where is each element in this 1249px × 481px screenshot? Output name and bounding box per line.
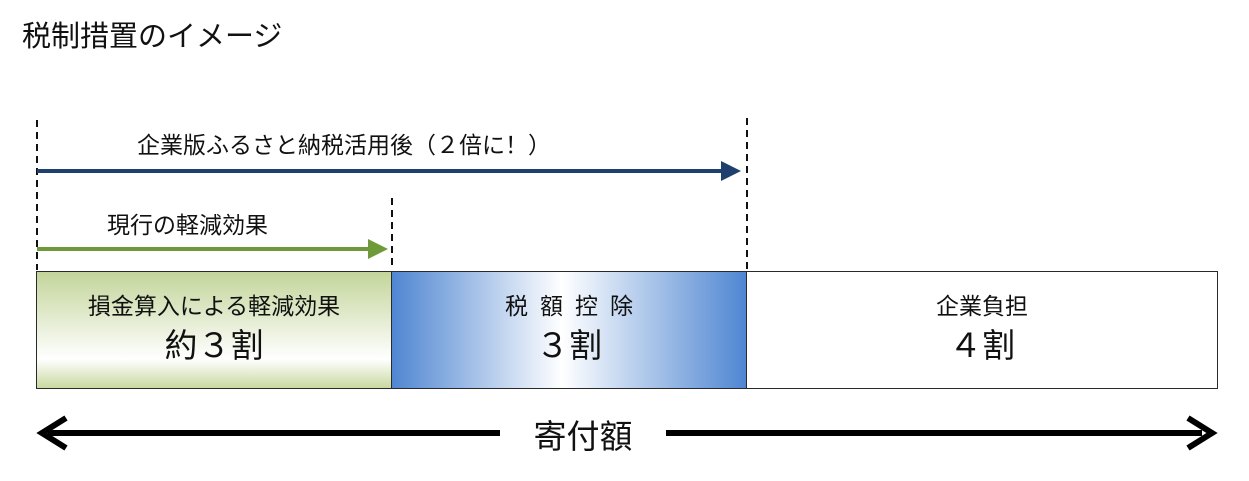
segment-company-burden: 企業負担 ４割: [746, 271, 1218, 389]
segment-deduction-effect: 損金算入による軽減効果 約３割: [36, 271, 392, 389]
donation-label: 寄付額: [500, 412, 666, 462]
current-arrow-label: 現行の軽減効果: [107, 213, 268, 239]
page-title: 税制措置のイメージ: [22, 19, 283, 53]
donation-arrow-left-head: [36, 415, 68, 451]
segment-tax-credit: 税額控除 ３割: [391, 271, 747, 389]
segment-share: 約３割: [164, 326, 264, 365]
segment-label: 企業負担: [936, 294, 1028, 320]
after-arrow-label: 企業版ふるさと納税活用後（２倍に！）: [137, 133, 551, 159]
segment-share: ４割: [949, 326, 1015, 365]
donation-arrow-right-head: [1186, 415, 1218, 451]
segment-label: 損金算入による軽減効果: [87, 294, 341, 320]
segment-share: ３割: [536, 326, 602, 365]
segment-label: 税額控除: [505, 294, 645, 320]
